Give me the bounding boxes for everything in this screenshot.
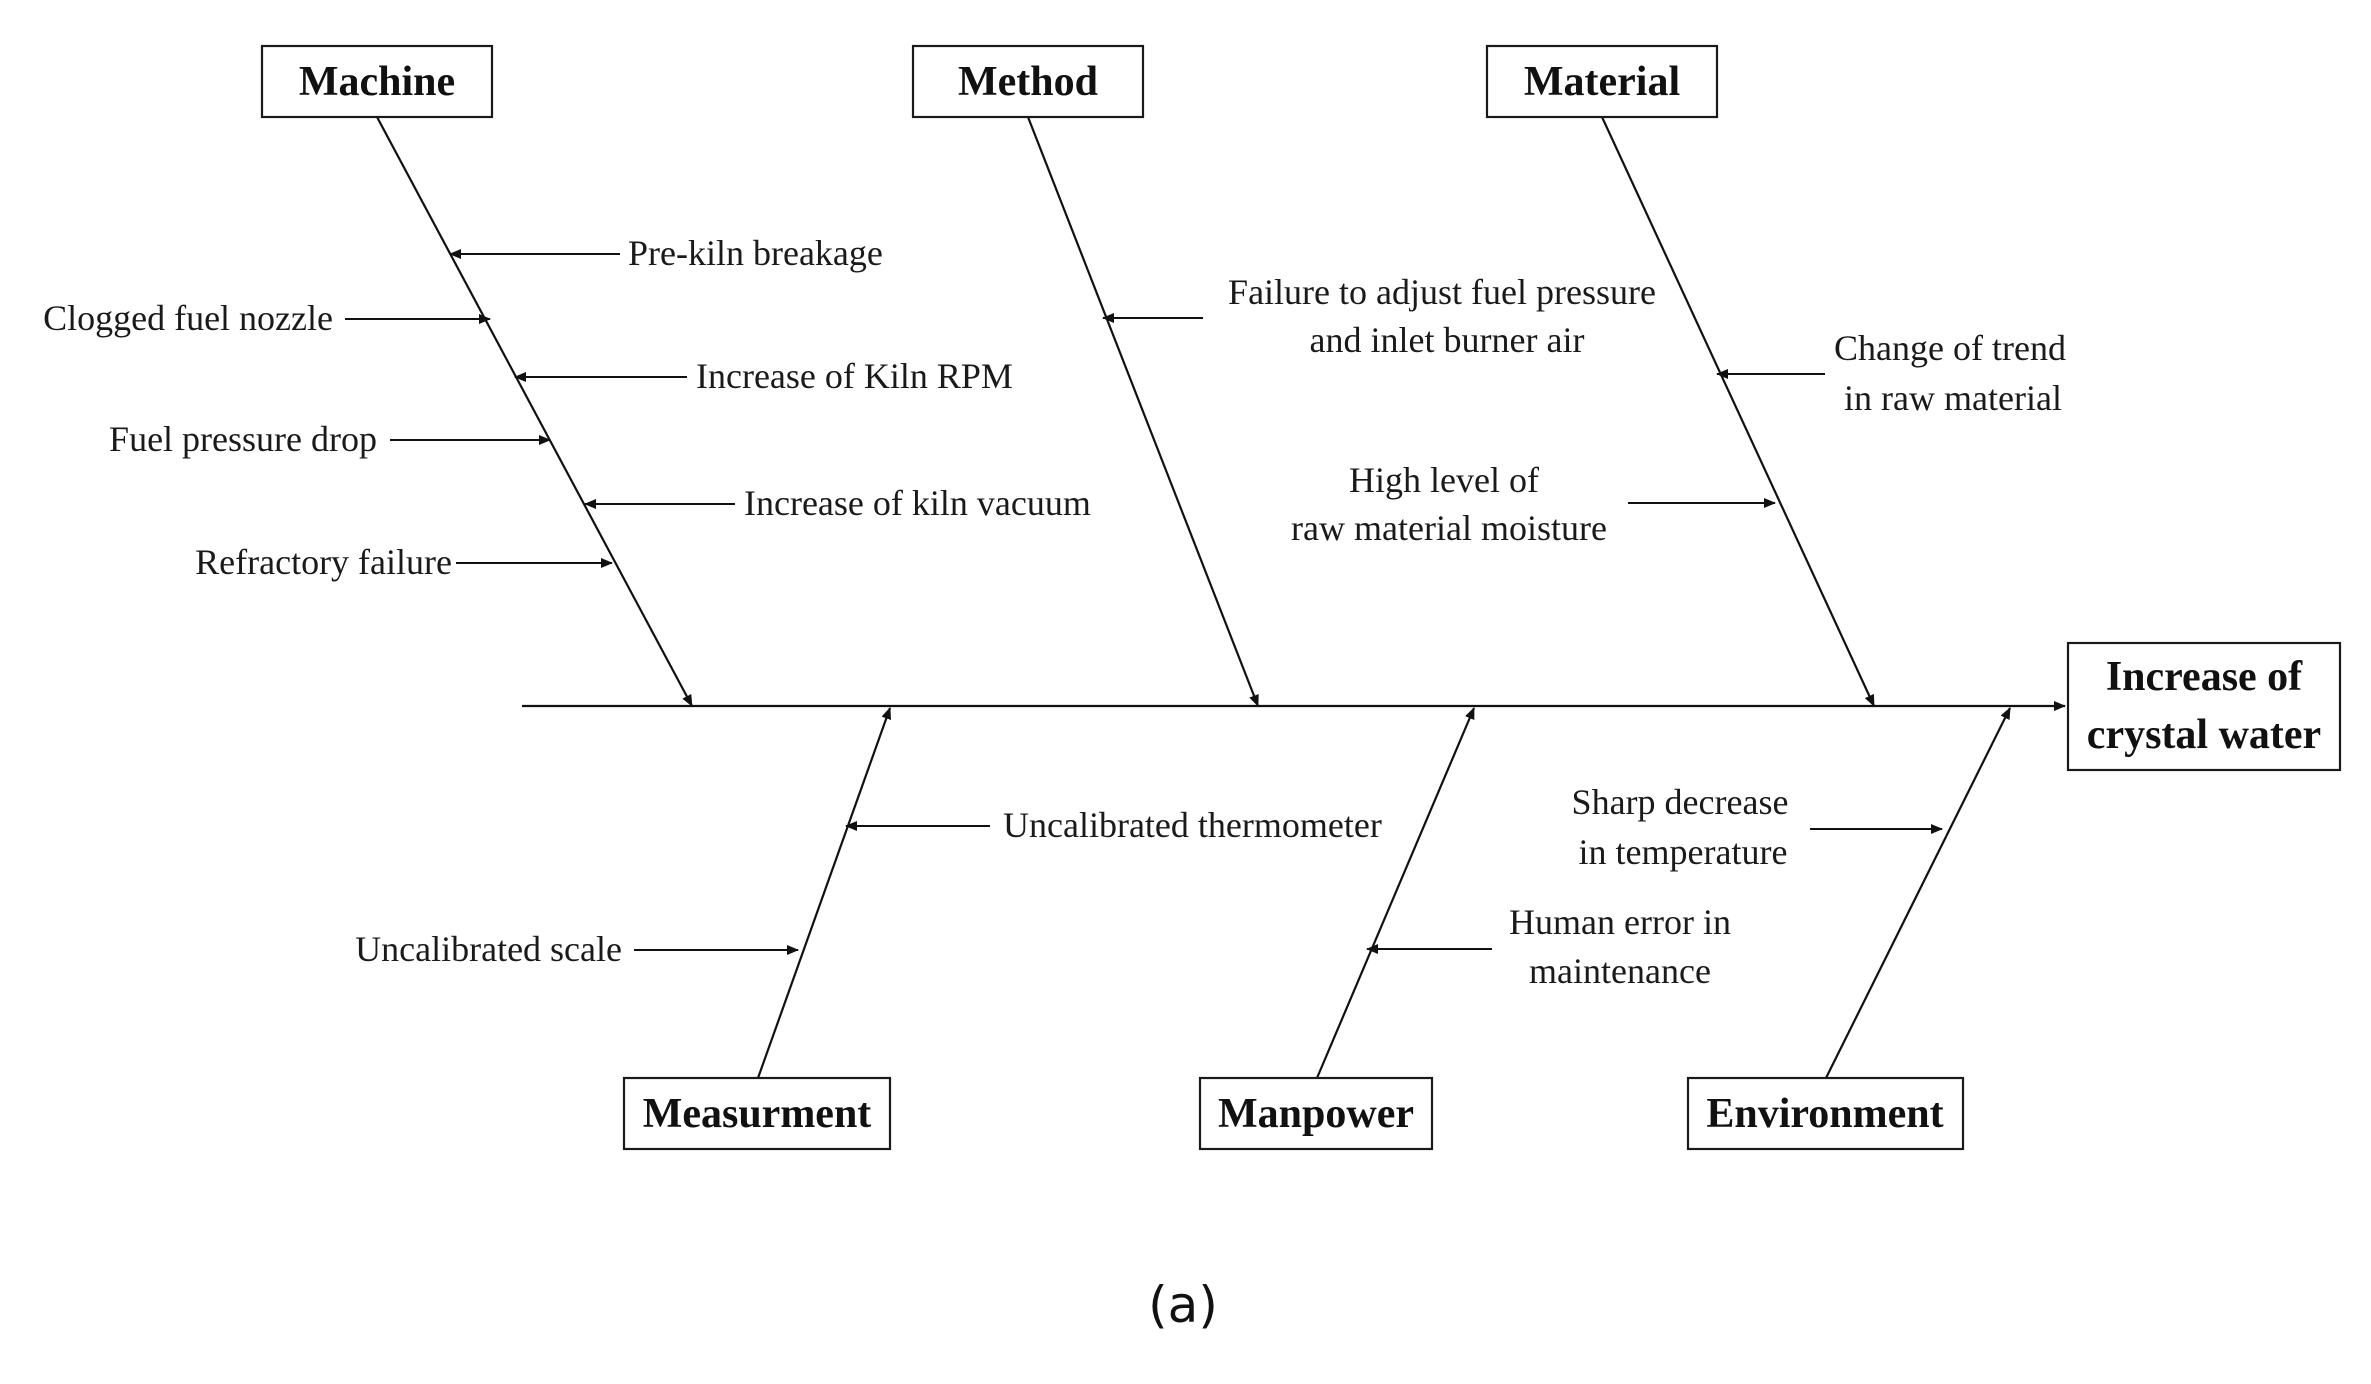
category-environment-label: Environment: [1706, 1091, 1943, 1137]
cause-label-line-2: in temperature: [1579, 832, 1788, 872]
effect-box: Increase of crystal water: [2066, 641, 2342, 772]
measurement-bone: [756, 707, 892, 1079]
cause-label-line-1: Change of trend: [1834, 328, 2066, 368]
material-bone: [1601, 116, 1875, 707]
cause-label-line-2: maintenance: [1529, 951, 1711, 991]
cause-machine-6: Refractory failure: [195, 542, 613, 582]
manpower-bone: [1315, 707, 1476, 1079]
cause-material-1: Change of trend in raw material: [1716, 328, 2066, 418]
cause-machine-4: Fuel pressure drop: [109, 419, 551, 459]
category-environment: Environment: [1686, 1076, 1965, 1151]
category-manpower: Manpower: [1198, 1076, 1434, 1151]
category-method: Method: [911, 44, 1145, 119]
cause-material-2: High level of raw material moisture: [1291, 460, 1776, 548]
method-bone: [1026, 116, 1260, 707]
cause-label-line-1: Human error in: [1509, 902, 1731, 942]
figure-caption: (a): [1148, 1276, 1218, 1334]
cause-label: Fuel pressure drop: [109, 419, 377, 459]
category-machine: Machine: [260, 44, 494, 119]
cause-measurement-2: Uncalibrated scale: [355, 929, 799, 969]
machine-bone: [376, 116, 693, 707]
cause-manpower-1: Human error in maintenance: [1366, 902, 1731, 991]
cause-label: Uncalibrated thermometer: [1003, 805, 1382, 845]
category-material-label: Material: [1524, 59, 1680, 105]
cause-label: Increase of Kiln RPM: [696, 356, 1013, 396]
category-measurement-label: Measurment: [643, 1091, 872, 1137]
cause-label-line-1: Failure to adjust fuel pressure: [1228, 272, 1656, 312]
environment-bone: [1825, 707, 2011, 1079]
cause-label-line-1: Sharp decrease: [1572, 782, 1789, 822]
cause-label-line-2: in raw material: [1844, 378, 2062, 418]
cause-machine-2: Clogged fuel nozzle: [43, 298, 491, 338]
effect-label-line-2: crystal water: [2087, 712, 2321, 758]
cause-measurement-1: Uncalibrated thermometer: [845, 805, 1382, 845]
category-material: Material: [1485, 44, 1719, 119]
cause-label: Increase of kiln vacuum: [744, 483, 1091, 523]
cause-label-line-2: and inlet burner air: [1310, 320, 1585, 360]
category-machine-label: Machine: [299, 59, 455, 105]
effect-label-line-1: Increase of: [2106, 654, 2303, 700]
cause-machine-5: Increase of kiln vacuum: [584, 483, 1091, 523]
cause-label-line-2: raw material moisture: [1291, 508, 1607, 548]
category-method-label: Method: [958, 59, 1098, 105]
cause-label: Clogged fuel nozzle: [43, 298, 333, 338]
cause-environment-1: Sharp decrease in temperature: [1572, 782, 1943, 872]
cause-label: Uncalibrated scale: [355, 929, 622, 969]
category-measurement: Measurment: [622, 1076, 892, 1151]
cause-label-line-1: High level of: [1349, 460, 1539, 500]
category-manpower-label: Manpower: [1218, 1091, 1414, 1137]
cause-label: Refractory failure: [195, 542, 452, 582]
cause-label: Pre-kiln breakage: [628, 233, 883, 273]
cause-method-1: Failure to adjust fuel pressure and inle…: [1102, 272, 1656, 360]
cause-machine-3: Increase of Kiln RPM: [514, 356, 1013, 396]
cause-machine-1: Pre-kiln breakage: [449, 233, 883, 273]
